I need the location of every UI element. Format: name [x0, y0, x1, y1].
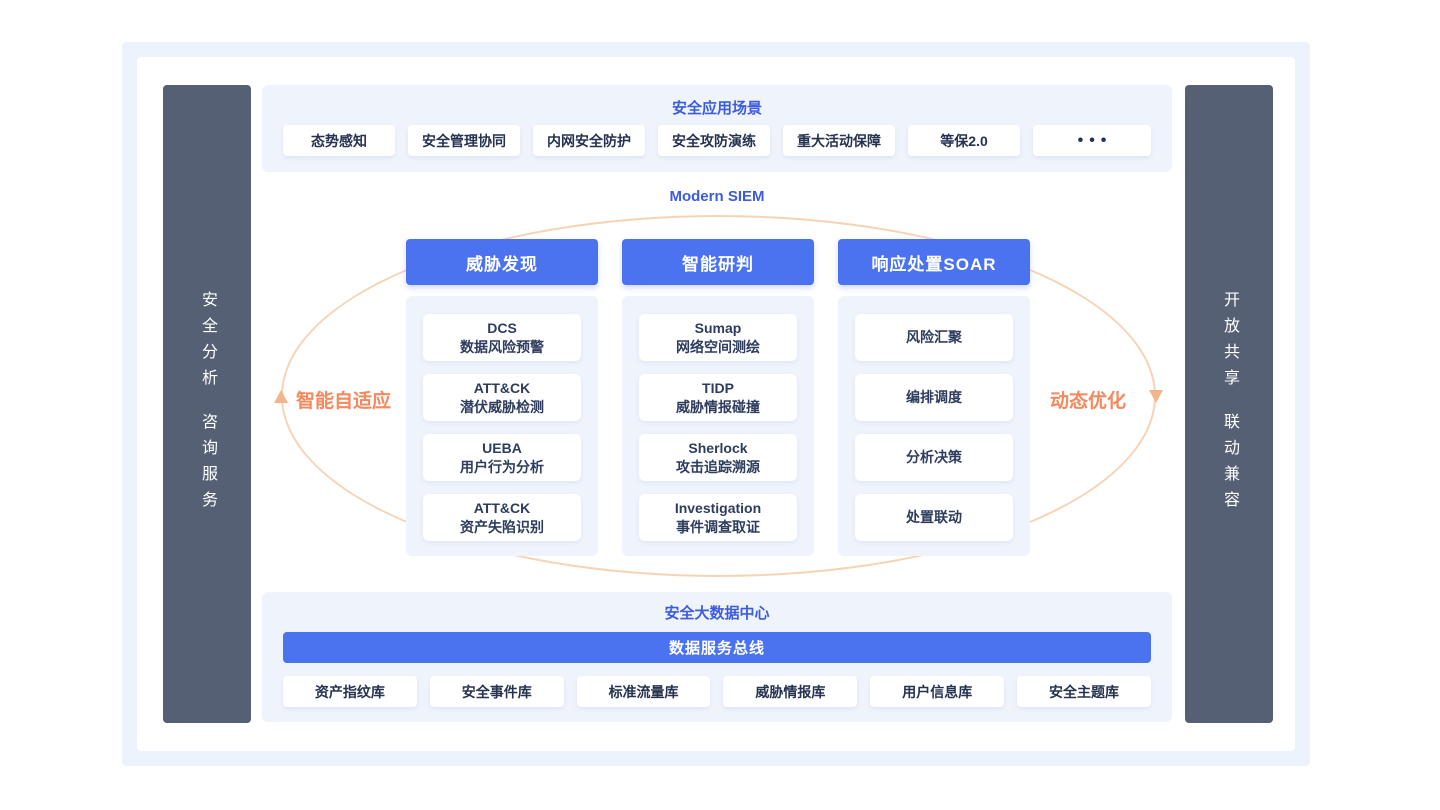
- column-intelligent-analysis-header: 智能研判: [622, 239, 814, 285]
- feature-card-sumap: Sumap 网络空间测绘: [639, 314, 797, 361]
- right-sidebar-label-2: 联动兼容: [1221, 413, 1238, 517]
- cycle-arrow-up-icon: [274, 390, 288, 403]
- database-chip-asset-fingerprint: 资产指纹库: [283, 676, 417, 707]
- feature-card-ueba: UEBA 用户行为分析: [423, 434, 581, 481]
- left-sidebar-label-1: 安全分析: [199, 291, 216, 395]
- database-chip-user-info: 用户信息库: [870, 676, 1005, 707]
- left-sidebar: 安全分析 咨询服务: [163, 85, 251, 723]
- database-row: 资产指纹库 安全事件库 标准流量库 威胁情报库 用户信息库 安全主题库: [283, 676, 1151, 707]
- scenario-chip-situation-awareness: 态势感知: [283, 125, 395, 156]
- siem-left-label: 智能自适应: [296, 391, 392, 412]
- column-response-soar-panel: 风险汇聚 编排调度 分析决策 处置联动: [838, 296, 1030, 556]
- card-line1: ATT&CK: [473, 499, 531, 516]
- card-line2: 用户行为分析: [460, 458, 544, 475]
- card-line1: ATT&CK: [473, 379, 531, 396]
- scenario-chip-attack-defense-drill: 安全攻防演练: [658, 125, 770, 156]
- column-response-soar: 响应处置SOAR 风险汇聚 编排调度 分析决策 处置联动: [838, 239, 1030, 556]
- column-intelligent-analysis-panel: Sumap 网络空间测绘 TIDP 威胁情报碰撞 Sherlock 攻击追踪溯源…: [622, 296, 814, 556]
- feature-card-tidp: TIDP 威胁情报碰撞: [639, 374, 797, 421]
- database-chip-security-topic: 安全主题库: [1017, 676, 1151, 707]
- scenarios-row: 态势感知 安全管理协同 内网安全防护 安全攻防演练 重大活动保障 等保2.0 •…: [283, 125, 1151, 156]
- card-line1: 编排调度: [906, 389, 962, 405]
- card-line2: 资产失陷识别: [460, 518, 544, 535]
- feature-card-attck-asset-compromise: ATT&CK 资产失陷识别: [423, 494, 581, 541]
- scenarios-section: 安全应用场景 态势感知 安全管理协同 内网安全防护 安全攻防演练 重大活动保障 …: [262, 85, 1172, 172]
- data-service-bus: 数据服务总线: [283, 632, 1151, 663]
- feature-card-analysis-decision: 分析决策: [855, 434, 1013, 481]
- card-line1: Sherlock: [688, 439, 748, 456]
- feature-card-orchestration: 编排调度: [855, 374, 1013, 421]
- scenario-chip-major-event-assurance: 重大活动保障: [783, 125, 895, 156]
- feature-card-investigation: Investigation 事件调查取证: [639, 494, 797, 541]
- card-line1: 处置联动: [906, 509, 962, 525]
- feature-card-sherlock: Sherlock 攻击追踪溯源: [639, 434, 797, 481]
- card-line2: 数据风险预警: [460, 338, 544, 355]
- column-threat-discovery-panel: DCS 数据风险预警 ATT&CK 潜伏威胁检测 UEBA 用户行为分析 ATT…: [406, 296, 598, 556]
- feature-card-dcs: DCS 数据风险预警: [423, 314, 581, 361]
- right-sidebar: 开放共享 联动兼容: [1185, 85, 1273, 723]
- scenario-chip-more-ellipsis-icon: •••: [1033, 125, 1151, 156]
- card-line2: 威胁情报碰撞: [676, 398, 760, 415]
- card-line2: 攻击追踪溯源: [676, 458, 760, 475]
- data-center-section: 安全大数据中心 数据服务总线 资产指纹库 安全事件库 标准流量库 威胁情报库 用…: [262, 592, 1172, 722]
- column-threat-discovery-header: 威胁发现: [406, 239, 598, 285]
- column-intelligent-analysis: 智能研判 Sumap 网络空间测绘 TIDP 威胁情报碰撞 Sherlock 攻…: [622, 239, 814, 556]
- scenario-chip-security-management: 安全管理协同: [408, 125, 520, 156]
- card-line2: 网络空间测绘: [676, 338, 760, 355]
- card-line2: 潜伏威胁检测: [460, 398, 544, 415]
- data-center-title: 安全大数据中心: [664, 605, 770, 622]
- card-line2: 事件调查取证: [676, 518, 760, 535]
- database-chip-standard-traffic: 标准流量库: [576, 676, 711, 707]
- card-line1: 风险汇聚: [906, 329, 962, 345]
- card-line1: 分析决策: [906, 449, 962, 465]
- database-chip-threat-intel: 威胁情报库: [723, 676, 858, 707]
- siem-title: Modern SIEM: [669, 188, 765, 205]
- card-line1: Sumap: [694, 319, 742, 336]
- card-line1: Investigation: [674, 499, 762, 516]
- feature-card-attck-latent-threat: ATT&CK 潜伏威胁检测: [423, 374, 581, 421]
- scenario-chip-intranet-protection: 内网安全防护: [533, 125, 645, 156]
- right-sidebar-label-1: 开放共享: [1221, 291, 1238, 395]
- column-threat-discovery: 威胁发现 DCS 数据风险预警 ATT&CK 潜伏威胁检测 UEBA 用户行为分…: [406, 239, 598, 556]
- cycle-arrow-down-icon: [1149, 390, 1163, 403]
- scenarios-title: 安全应用场景: [671, 100, 762, 117]
- card-line1: TIDP: [702, 379, 734, 396]
- scenario-chip-dengbao2: 等保2.0: [908, 125, 1020, 156]
- siem-right-label: 动态优化: [1050, 391, 1127, 412]
- card-line1: DCS: [487, 319, 517, 336]
- card-line1: UEBA: [482, 439, 522, 456]
- feature-card-risk-aggregation: 风险汇聚: [855, 314, 1013, 361]
- database-chip-security-event: 安全事件库: [429, 676, 564, 707]
- column-response-soar-header: 响应处置SOAR: [838, 239, 1030, 285]
- left-sidebar-label-2: 咨询服务: [199, 413, 216, 517]
- feature-card-disposal-linkage: 处置联动: [855, 494, 1013, 541]
